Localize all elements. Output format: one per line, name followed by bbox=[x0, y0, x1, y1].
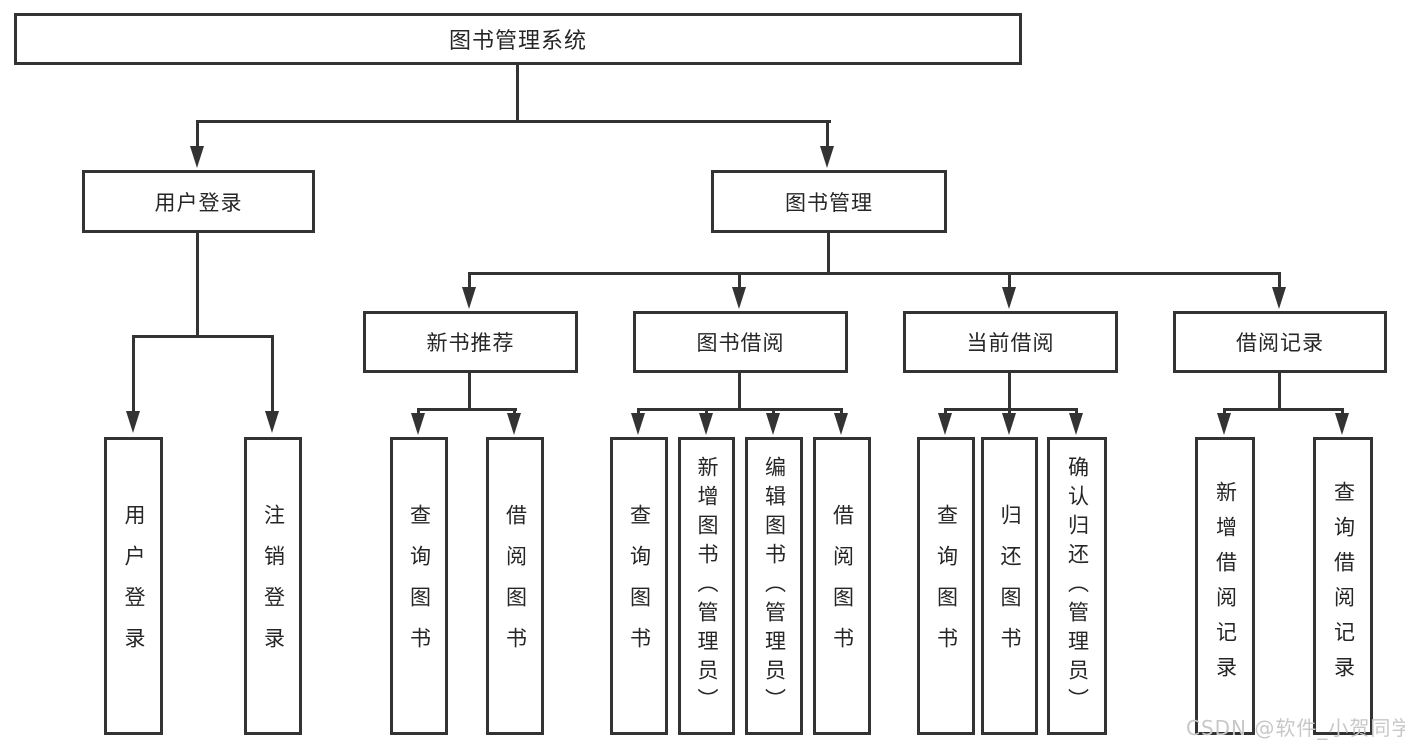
arrow-to-leaf bbox=[1335, 413, 1349, 435]
leaf-label: 新增图书（管理员） bbox=[695, 455, 719, 717]
connector-root-crossbar bbox=[196, 120, 831, 123]
arrow-to-leaf bbox=[411, 413, 425, 435]
node-borrowing-records: 借阅记录 bbox=[1173, 311, 1387, 373]
connector-book-borrow-stem bbox=[738, 373, 741, 410]
connector-book-mgmt-crossbar bbox=[468, 272, 1281, 275]
connector-current-borrow-stem bbox=[1008, 373, 1011, 410]
connector-stem bbox=[772, 408, 775, 415]
leaf-add-books-admin: 新增图书（管理员） bbox=[678, 437, 735, 735]
connector-stem bbox=[1223, 408, 1226, 415]
connector-stem bbox=[1008, 408, 1011, 415]
connector-to-book-mgmt-stem bbox=[826, 120, 829, 148]
leaf-borrow-books: 借阅图书 bbox=[486, 437, 544, 735]
node-label: 用户登录 bbox=[154, 190, 243, 215]
leaf-edit-books-admin: 编辑图书（管理员） bbox=[745, 437, 803, 735]
arrow-to-leaf bbox=[766, 413, 780, 435]
connector-current-borrow-crossbar bbox=[944, 408, 1078, 411]
node-book-management: 图书管理 bbox=[711, 170, 947, 233]
connector-borrow-records-stem bbox=[1278, 373, 1281, 410]
node-label: 新书推荐 bbox=[426, 331, 515, 355]
connector-stem bbox=[417, 408, 420, 415]
arrow-to-leaf-logout bbox=[265, 411, 279, 433]
connector-stem bbox=[468, 272, 471, 289]
connector-stem bbox=[738, 272, 741, 289]
node-label: 图书借阅 bbox=[696, 331, 785, 355]
connector-stem bbox=[1278, 272, 1281, 289]
connector-stem bbox=[1341, 408, 1344, 415]
arrow-to-current-borrow bbox=[1002, 287, 1016, 309]
arrow-to-leaf bbox=[1002, 413, 1016, 435]
node-book-borrowing: 图书借阅 bbox=[633, 311, 848, 373]
connector-book-mgmt-stem bbox=[827, 233, 830, 274]
leaf-query-books: 查询图书 bbox=[610, 437, 668, 735]
arrow-to-leaf bbox=[631, 413, 645, 435]
arrow-to-leaf bbox=[699, 413, 713, 435]
connector-stem bbox=[840, 408, 843, 415]
connector-stem bbox=[637, 408, 640, 415]
connector-borrow-records-crossbar bbox=[1223, 408, 1344, 411]
arrow-to-borrow-records bbox=[1272, 287, 1286, 309]
csdn-watermark: CSDN @软件_小贺同学 bbox=[1186, 716, 1405, 740]
leaf-query-borrow-record: 查询借阅记录 bbox=[1313, 437, 1373, 735]
connector-user-login-crossbar bbox=[132, 335, 274, 338]
leaf-label: 查询图书 bbox=[627, 504, 652, 668]
leaf-label: 查询图书 bbox=[934, 504, 959, 668]
node-user-login: 用户登录 bbox=[82, 170, 315, 233]
node-label: 图书管理 bbox=[785, 190, 873, 215]
connector-root-stem bbox=[516, 65, 519, 122]
arrow-to-leaf bbox=[1069, 413, 1083, 435]
node-label: 图书管理系统 bbox=[448, 29, 587, 54]
node-library-management-system: 图书管理系统 bbox=[14, 13, 1022, 65]
node-label: 当前借阅 bbox=[966, 331, 1055, 355]
arrow-to-book-mgmt bbox=[820, 146, 834, 168]
leaf-logout: 注销登录 bbox=[244, 437, 302, 735]
leaf-label: 确认归还（管理员） bbox=[1065, 455, 1090, 717]
leaf-user-login: 用户登录 bbox=[104, 437, 163, 735]
leaf-label: 编辑图书（管理员） bbox=[762, 455, 787, 717]
leaf-label: 查询借阅记录 bbox=[1331, 481, 1356, 691]
connector-book-borrow-crossbar bbox=[637, 408, 843, 411]
connector-stem bbox=[513, 408, 516, 415]
arrow-to-leaf bbox=[507, 413, 521, 435]
leaf-label: 新增借阅记录 bbox=[1213, 481, 1238, 691]
arrow-to-user-login bbox=[190, 146, 204, 168]
connector-stem bbox=[271, 335, 274, 413]
connector-stem bbox=[1008, 272, 1011, 289]
connector-stem bbox=[944, 408, 947, 415]
leaf-label: 借阅图书 bbox=[830, 504, 855, 668]
node-new-book-recommend: 新书推荐 bbox=[363, 311, 578, 373]
leaf-label: 用户登录 bbox=[122, 504, 146, 668]
leaf-label: 借阅图书 bbox=[503, 504, 528, 668]
connector-stem bbox=[705, 408, 708, 415]
arrow-to-book-borrow bbox=[732, 287, 746, 309]
leaf-query-books: 查询图书 bbox=[390, 437, 448, 735]
arrow-to-leaf bbox=[1217, 413, 1231, 435]
connector-user-login-stem bbox=[196, 233, 199, 337]
leaf-query-books: 查询图书 bbox=[917, 437, 975, 735]
node-label: 借阅记录 bbox=[1236, 331, 1324, 355]
arrow-to-leaf-user-login bbox=[126, 411, 140, 433]
leaf-borrow-books: 借阅图书 bbox=[813, 437, 871, 735]
connector-new-books-crossbar bbox=[417, 408, 517, 411]
arrow-to-leaf bbox=[834, 413, 848, 435]
leaf-return-books: 归还图书 bbox=[981, 437, 1038, 735]
node-current-borrowing: 当前借阅 bbox=[903, 311, 1118, 373]
leaf-label: 归还图书 bbox=[998, 504, 1022, 668]
connector-stem bbox=[1075, 408, 1078, 415]
connector-new-books-stem bbox=[468, 373, 471, 410]
arrow-to-leaf bbox=[938, 413, 952, 435]
connector-stem bbox=[132, 335, 135, 413]
connector-to-user-login-stem bbox=[196, 120, 199, 148]
leaf-add-borrow-record: 新增借阅记录 bbox=[1195, 437, 1255, 735]
leaf-confirm-return-admin: 确认归还（管理员） bbox=[1047, 437, 1107, 735]
arrow-to-new-books bbox=[462, 287, 476, 309]
leaf-label: 查询图书 bbox=[407, 504, 432, 668]
leaf-label: 注销登录 bbox=[261, 504, 286, 668]
